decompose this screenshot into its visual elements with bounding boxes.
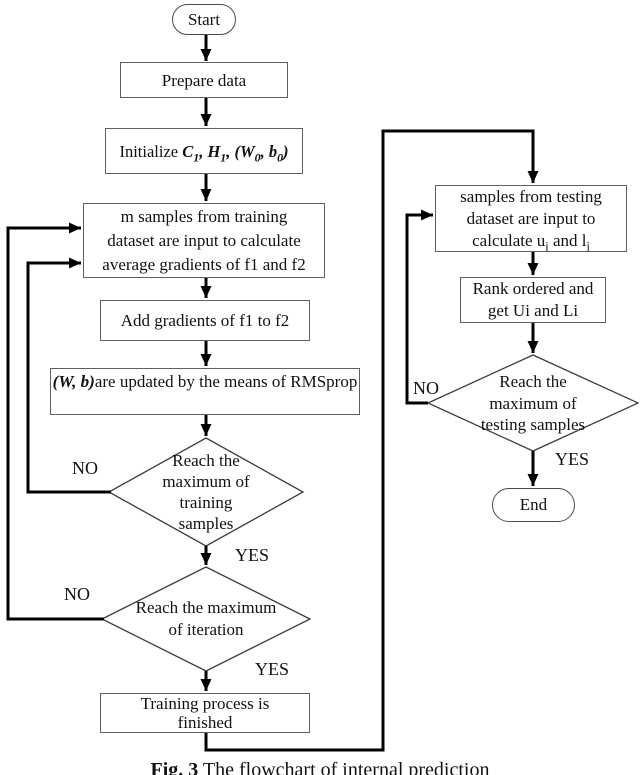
end-label: End (519, 495, 548, 514)
rank-line1: Rank ordered and (472, 279, 594, 298)
end-terminal: End (492, 488, 575, 522)
loop-no-iteration-to-msamples (6, 222, 104, 621)
branch-label-yes-testing: YES (555, 449, 590, 469)
process-training-finished: Training process is finished (100, 693, 310, 733)
loop-no-training-to-msamples (26, 257, 111, 494)
update-weights-symbols: (W, b) (52, 372, 95, 391)
process-prepare-data: Prepare data (120, 62, 288, 98)
branch-label-yes-training: YES (235, 545, 270, 565)
process-m-samples-gradients: m samples from training dataset are inpu… (83, 203, 325, 278)
decision-training-samples-text: Reach the maximum of training samples (162, 451, 250, 533)
m-samples-line2: dataset are input to calculate (107, 230, 301, 250)
decision-iteration-text: Reach the maximum of iteration (135, 598, 277, 639)
add-gradients-label: Add gradients of f1 to f2 (120, 311, 290, 330)
start-terminal: Start (172, 4, 236, 35)
figure-caption-number: Fig. 3 (150, 759, 199, 775)
process-rank-ordered: Rank ordered and get Ui and Li (460, 277, 606, 323)
testing-line1: samples from testing (460, 186, 602, 206)
branch-label-no-testing: NO (413, 378, 439, 398)
training-finished-line2: finished (177, 713, 233, 732)
prepare-data-label: Prepare data (161, 70, 247, 90)
training-finished-line1: Training process is (140, 693, 270, 713)
process-add-gradients: Add gradients of f1 to f2 (100, 300, 310, 341)
process-update-weights: (W, b)are updated by the means of RMSpro… (50, 368, 360, 415)
testing-line3: calculate ui and li (472, 230, 590, 253)
m-samples-line1: m samples from training (120, 206, 288, 226)
rank-line2: get Ui and Li (487, 301, 579, 320)
figure-caption: Fig. 3 The flowchart of internal predict… (0, 759, 640, 775)
branch-label-yes-iteration: YES (255, 659, 290, 679)
process-testing-samples-input: samples from testing dataset are input t… (435, 185, 627, 252)
testing-line2: dataset are input to (466, 208, 596, 228)
connector-finished-to-testing (204, 129, 539, 752)
figure-caption-text: The flowchart of internal prediction (198, 759, 490, 775)
m-samples-line3: average gradients of f1 and f2 (102, 254, 306, 274)
loop-no-testing-to-testing-box (405, 209, 433, 405)
process-initialize: Initialize C1, H1, (W0, b0) (105, 128, 303, 174)
update-weights-text: are updated by the means of RMSprop (94, 372, 358, 391)
branch-label-no-training: NO (72, 458, 98, 478)
start-label: Start (187, 9, 221, 29)
decision-testing-samples-text: Reach the maximum of testing samples (480, 372, 586, 434)
initialize-label: Initialize C1, H1, (W0, b0) (119, 141, 289, 164)
branch-label-no-iteration: NO (64, 584, 90, 604)
